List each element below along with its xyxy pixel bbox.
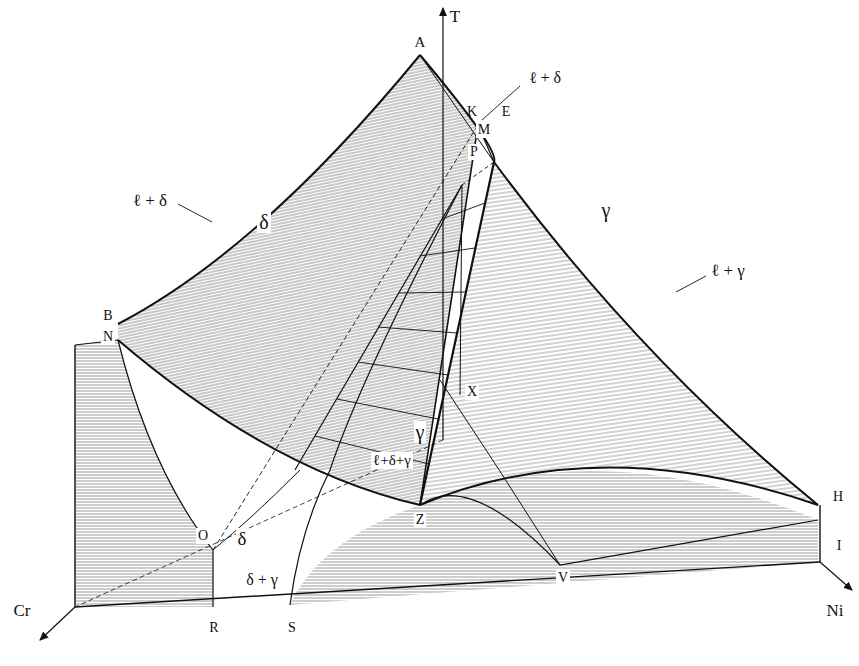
diagram-path — [440, 380, 560, 565]
diagram-line — [337, 399, 438, 419]
phase-label: E — [500, 104, 513, 120]
diagram-g — [40, 8, 852, 640]
phase-label: O — [196, 528, 210, 544]
phase-label: S — [286, 620, 298, 636]
phase-label: I — [835, 538, 844, 554]
phase-label: δ — [257, 211, 270, 233]
diagram-line — [462, 162, 494, 185]
diagram-line — [819, 505, 820, 562]
phase-label: K — [465, 104, 479, 120]
phase-label: A — [413, 34, 428, 51]
phase-label: N — [101, 329, 115, 345]
diagram-line — [820, 562, 852, 590]
phase-label: B — [101, 308, 114, 324]
diagram-line — [358, 362, 448, 375]
diagram-line — [40, 607, 75, 640]
diagram-line — [178, 204, 212, 222]
phase-label: X — [465, 384, 479, 400]
phase-label: γ — [600, 199, 613, 221]
diagram-line — [420, 162, 494, 505]
phase-label: ℓ + δ — [131, 191, 169, 210]
diagram-line — [420, 125, 478, 505]
phase-label: δ + γ — [244, 571, 280, 589]
phase-label: γ — [414, 421, 427, 443]
phase-label: H — [831, 489, 845, 505]
diagram-line — [75, 562, 820, 607]
diagram-line — [442, 8, 443, 440]
phase-label: ℓ+δ+γ — [371, 452, 413, 469]
diagram-path — [213, 470, 300, 550]
diagram-path — [420, 468, 818, 506]
phase-label: ℓ + γ — [709, 261, 747, 280]
phase-label: Z — [414, 512, 427, 528]
phase-label: R — [207, 620, 220, 636]
phase-label: P — [468, 144, 480, 160]
phase-label: Ni — [825, 601, 846, 620]
diagram-path — [420, 55, 818, 505]
diagram-line — [399, 292, 466, 293]
diagram-path — [118, 55, 478, 505]
diagram-line — [442, 203, 485, 219]
diagram-line — [295, 185, 462, 470]
diagram-line — [213, 125, 478, 550]
diagram-path — [118, 340, 213, 550]
diagram-line — [74, 345, 75, 607]
diagram-line — [75, 440, 443, 607]
phase-label: M — [476, 122, 492, 138]
phase-label: T — [448, 7, 462, 26]
phase-label: Cr — [12, 601, 33, 620]
diagram-line — [212, 550, 213, 607]
diagram-path — [213, 470, 330, 607]
diagram-line — [420, 248, 475, 256]
diagram-line — [482, 86, 520, 120]
diagram-path — [420, 496, 818, 565]
diagram-line — [378, 327, 457, 333]
phase-label: ℓ + δ — [527, 69, 563, 87]
diagram-line — [460, 185, 462, 395]
diagram-path — [420, 55, 494, 162]
phase-label: V — [556, 570, 570, 586]
diagram-line — [676, 276, 706, 292]
phase-label: δ — [236, 528, 249, 549]
diagram-path — [118, 55, 420, 324]
